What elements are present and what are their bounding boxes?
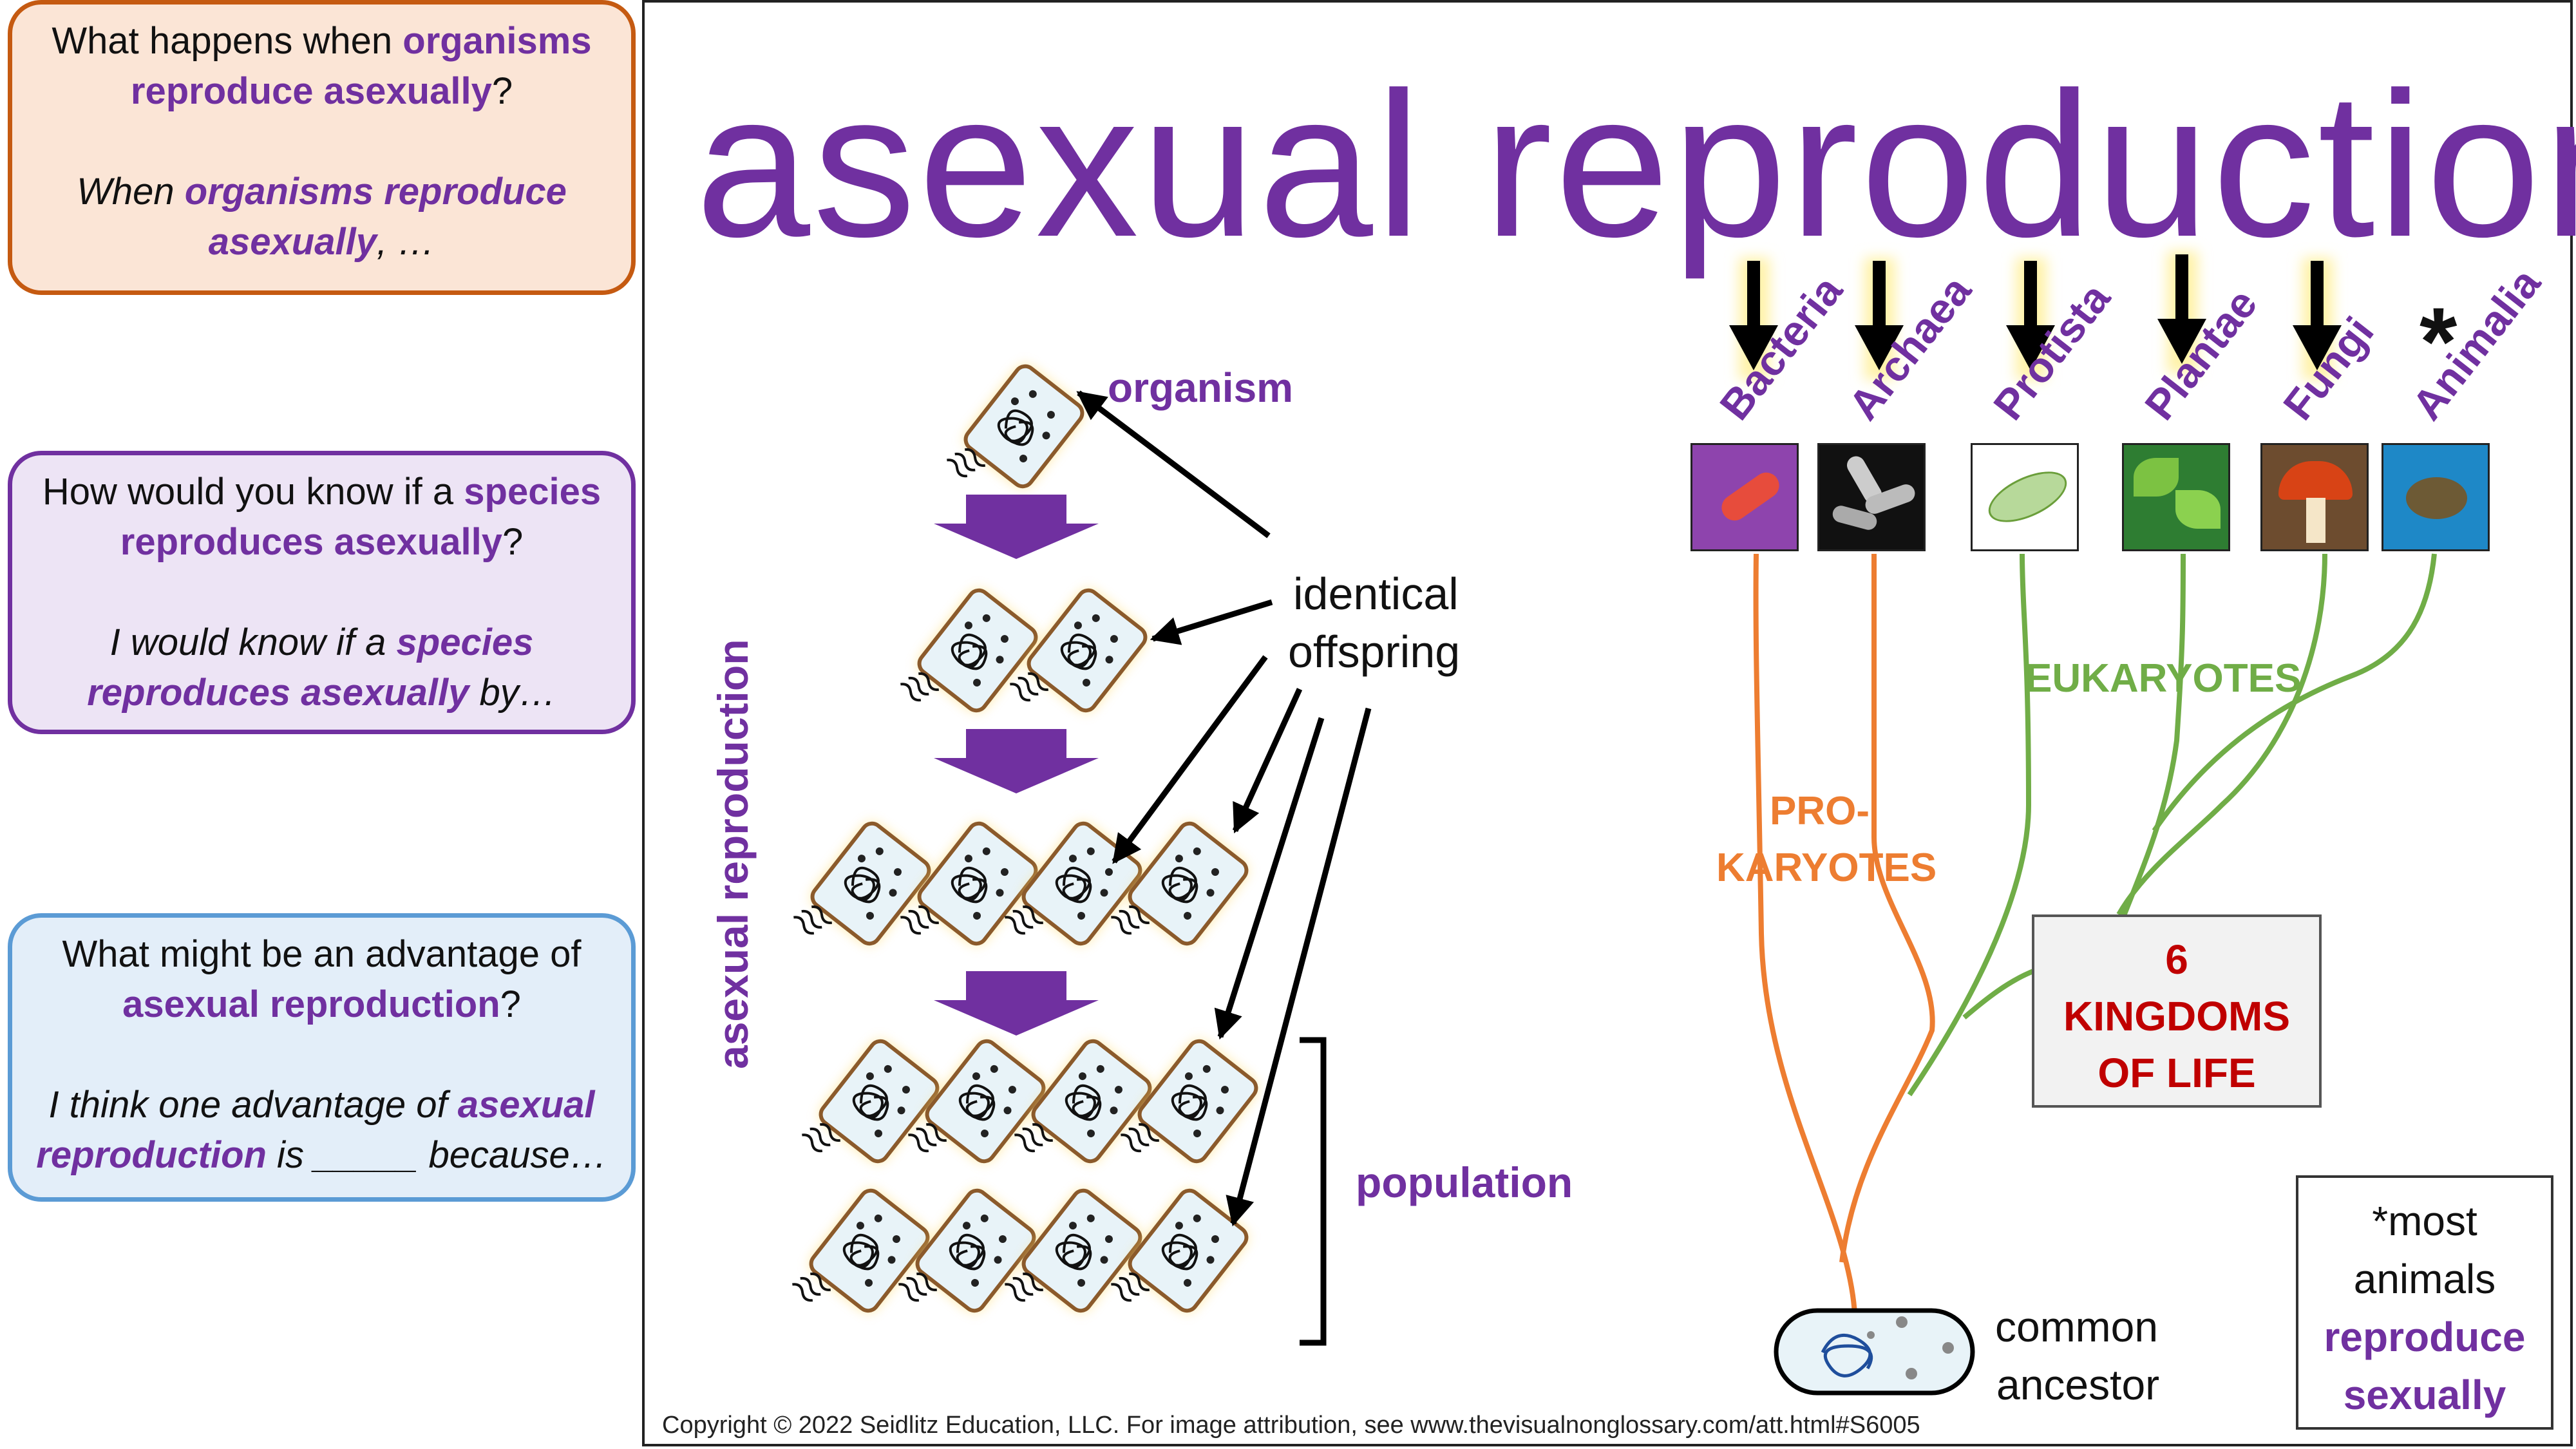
- note-line-4: sexually: [2343, 1372, 2506, 1418]
- page-title: asexual reproduction: [696, 49, 2576, 279]
- organism-label: organism: [1108, 365, 1294, 411]
- generation-arrow-1: [934, 495, 1099, 559]
- kingdom-arrows: [1729, 251, 2342, 380]
- protista-image: [1971, 443, 2079, 551]
- common-ancestor-cell: [1774, 1308, 1975, 1396]
- animals-note-box: *most animals reproduce sexually: [2296, 1175, 2553, 1430]
- sentence-stem-2: I would know if a species reproduces ase…: [87, 621, 556, 714]
- prokaryotes-label-2: KARYOTES: [1716, 846, 1937, 890]
- archaea-image: [1817, 443, 1926, 551]
- animalia-image: [2382, 443, 2490, 551]
- prokaryotes-label-1: PRO-: [1770, 789, 1870, 833]
- kingdoms-box-line-1: 6: [2165, 936, 2188, 983]
- question-card-1: What happens when organisms reproduce as…: [8, 0, 636, 295]
- plantae-image: [2122, 443, 2230, 551]
- note-line-2: animals: [2353, 1256, 2496, 1302]
- note-line-1: *most: [2372, 1198, 2477, 1244]
- question-2: How would you know if a species reproduc…: [42, 471, 601, 563]
- kingdoms-box-line-2: KINGDOMS: [2063, 993, 2290, 1039]
- ancestor-label-line-1: common: [1995, 1303, 2159, 1350]
- sentence-stem-3: I think one advantage of asexual reprodu…: [36, 1084, 607, 1176]
- question-card-2: How would you know if a species reproduc…: [8, 451, 636, 734]
- offspring-pointer-arrows: [1076, 390, 1372, 1227]
- generation-2-cells: [898, 586, 1150, 735]
- question-card-3: What might be an advantage of asexual re…: [8, 913, 636, 1202]
- organism-cell: [945, 362, 1086, 511]
- eukaryotes-label: EUKARYOTES: [2025, 656, 2302, 701]
- generation-arrow-3: [934, 971, 1099, 1036]
- copyright-notice: Copyright © 2022 Seidlitz Education, LLC…: [662, 1412, 1920, 1439]
- question-1: What happens when organisms reproduce as…: [52, 20, 592, 112]
- generation-3-cells: [791, 819, 1251, 969]
- ancestor-label-line-2: ancestor: [1996, 1361, 2160, 1408]
- note-line-3: reproduce: [2324, 1314, 2526, 1360]
- animalia-asterisk: *: [2420, 287, 2458, 395]
- vertical-label: asexual reproduction: [709, 639, 757, 1069]
- kingdoms-box-line-3: OF LIFE: [2098, 1050, 2256, 1096]
- fungi-image: [2260, 443, 2369, 551]
- kingdoms-box: 6 KINGDOMS OF LIFE: [2032, 914, 2322, 1108]
- offspring-label-line-1: identical: [1293, 569, 1459, 619]
- population-label: population: [1356, 1159, 1573, 1206]
- question-sidebar: What happens when organisms reproduce as…: [0, 0, 644, 1449]
- sentence-stem-1: When organisms reproduce asexually, …: [77, 171, 567, 263]
- population-bracket: [1300, 1037, 1327, 1346]
- generation-arrow-2: [934, 729, 1099, 793]
- population-cells: [790, 1037, 1260, 1336]
- question-3: What might be an advantage of asexual re…: [62, 933, 582, 1025]
- offspring-label-line-2: offspring: [1288, 627, 1461, 677]
- bacteria-image: [1690, 443, 1799, 551]
